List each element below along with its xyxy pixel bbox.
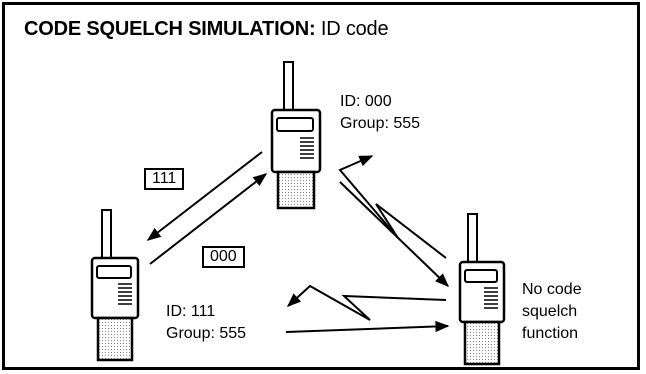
zigzag-signal-right-to-left [288,286,446,320]
top-radio-id: ID: 000 [340,92,392,112]
code-000-text: 000 [210,248,237,265]
top-radio-group: Group: 555 [340,114,420,134]
arrow-top-to-left [148,152,262,240]
radio-icon-left [92,210,138,360]
code-box-000: 000 [202,246,245,268]
left-radio-id: ID: 111 [166,302,215,322]
radio-icon-top [272,62,320,208]
right-radio-line3: function [522,324,578,344]
left-radio-group: Group: 555 [166,324,246,344]
zigzag-signal-right-to-top [340,156,446,258]
code-box-111: 111 [144,168,184,190]
arrow-left-to-right [286,326,448,332]
right-radio-line1: No code [522,280,582,300]
right-radio-line2: squelch [522,302,577,322]
radio-icon-right [460,214,504,364]
code-111-text: 111 [152,170,176,187]
